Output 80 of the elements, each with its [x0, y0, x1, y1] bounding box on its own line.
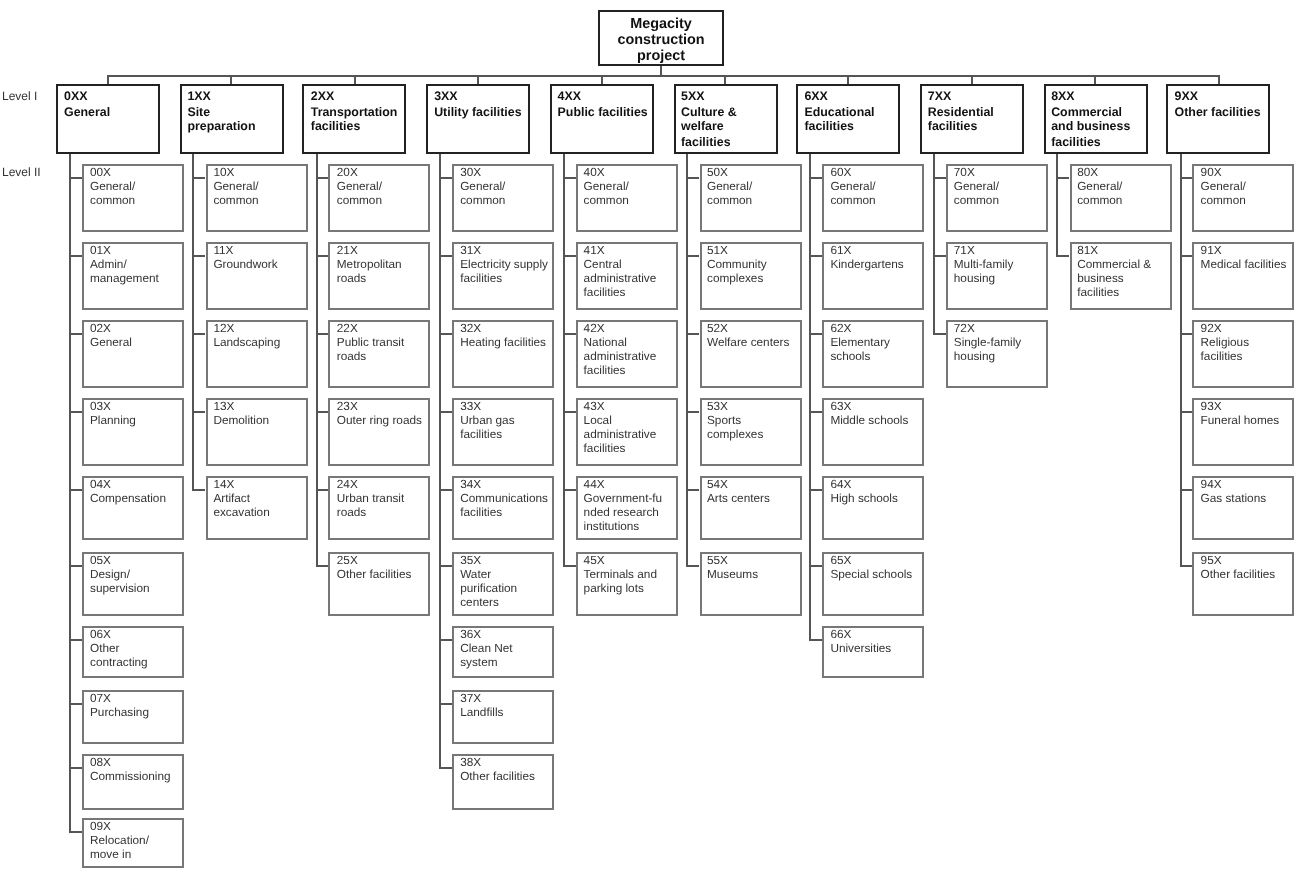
subcategory-box: [1192, 552, 1295, 616]
subcategory-box: [82, 476, 184, 540]
connector-line: [562, 153, 577, 567]
subcategory-box: [822, 320, 925, 388]
subcategory-box: [452, 754, 555, 810]
subcategory-box: [699, 398, 801, 466]
subcategory-box: [452, 476, 555, 540]
subcategory-box: [945, 320, 1048, 388]
subcategory-box: [1192, 398, 1295, 466]
subcategory-box: [82, 320, 184, 388]
subcategory-box: [82, 626, 184, 678]
category-box: [796, 84, 901, 154]
subcategory-box: [575, 242, 678, 310]
subcategory-box: [1192, 476, 1295, 540]
subcategory-box: [452, 552, 555, 616]
subcategory-box: [205, 242, 308, 310]
subcategory-box: [1192, 164, 1295, 232]
subcategory-box: [82, 398, 184, 466]
subcategory-box: [452, 164, 555, 232]
subcategory-box: [452, 242, 555, 310]
subcategory-box: [328, 398, 431, 466]
subcategory-box: [822, 476, 925, 540]
subcategory-box: [575, 552, 678, 616]
subcategory-box: [82, 164, 184, 232]
subcategory-box: [945, 242, 1048, 310]
subcategory-box: [575, 164, 678, 232]
category-box: [179, 84, 284, 154]
category-box: [56, 84, 160, 154]
category-box: [549, 84, 654, 154]
connector-line: [686, 153, 700, 567]
subcategory-box: [205, 164, 308, 232]
subcategory-box: [1192, 320, 1295, 388]
subcategory-box: [699, 242, 801, 310]
category-box: [919, 84, 1024, 154]
subcategory-box: [1069, 242, 1172, 310]
subcategory-box: [699, 164, 801, 232]
subcategory-box: [1069, 164, 1172, 232]
category-box: [426, 84, 531, 154]
subcategory-box: [328, 552, 431, 616]
connector-line: [932, 153, 947, 335]
subcategory-box: [452, 690, 555, 744]
connector-line: [809, 153, 824, 641]
subcategory-box: [328, 242, 431, 310]
category-box: [1043, 84, 1148, 154]
subcategory-box: [328, 476, 431, 540]
category-box: [673, 84, 777, 154]
subcategory-box: [822, 552, 925, 616]
connector-line: [315, 153, 330, 567]
subcategory-box: [328, 164, 431, 232]
subcategory-box: [575, 476, 678, 540]
subcategory-box: [822, 242, 925, 310]
category-box: [302, 84, 407, 154]
subcategory-box: [1192, 242, 1295, 310]
subcategory-box: [82, 818, 184, 868]
connector-line: [192, 153, 207, 491]
subcategory-box: [822, 398, 925, 466]
category-box: [1166, 84, 1271, 154]
subcategory-box: [205, 398, 308, 466]
subcategory-box: [452, 626, 555, 678]
subcategory-box: [699, 476, 801, 540]
project-box: [598, 10, 724, 66]
subcategory-box: [82, 242, 184, 310]
subcategory-box: [328, 320, 431, 388]
subcategory-box: [945, 164, 1048, 232]
connector-line: [1056, 153, 1071, 257]
subcategory-box: [575, 320, 678, 388]
subcategory-box: [699, 320, 801, 388]
connector-line: [660, 65, 1220, 85]
subcategory-box: [205, 476, 308, 540]
subcategory-box: [205, 320, 308, 388]
subcategory-box: [822, 626, 925, 678]
subcategory-box: [82, 754, 184, 810]
subcategory-box: [699, 552, 801, 616]
subcategory-box: [82, 552, 184, 616]
subcategory-box: [575, 398, 678, 466]
subcategory-box: [822, 164, 925, 232]
subcategory-box: [452, 398, 555, 466]
subcategory-box: [452, 320, 555, 388]
connector-line: [1179, 153, 1194, 567]
subcategory-box: [82, 690, 184, 744]
